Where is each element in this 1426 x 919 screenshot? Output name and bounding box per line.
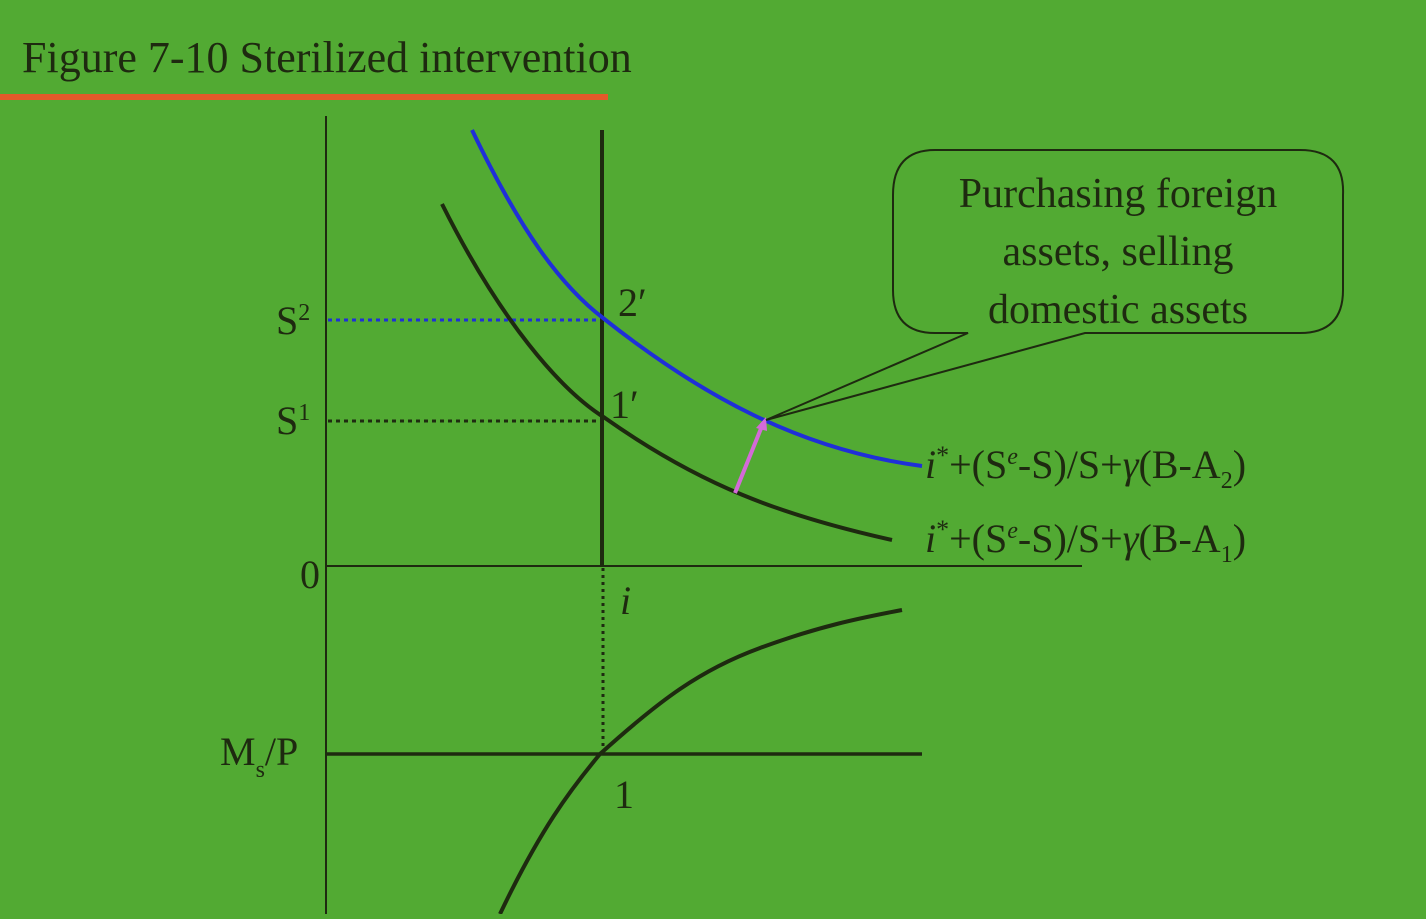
- shift-arrowhead-icon: [756, 417, 767, 431]
- curve-label-a2: i*+(Se-S)/S+γ(B-A2): [925, 441, 1246, 494]
- s2-label: S2: [276, 298, 310, 343]
- point-2prime-label: 2′: [618, 280, 647, 325]
- shift-arrow: [733, 425, 764, 494]
- origin-label: 0: [300, 552, 320, 597]
- curve-label-a1: i*+(Se-S)/S+γ(B-A1): [925, 515, 1246, 568]
- figure-title: Figure 7-10 Sterilized intervention: [22, 33, 632, 82]
- foreign-return-curve-a2: [470, 129, 923, 468]
- foreign-return-curve-a1: [440, 203, 893, 542]
- s1-label: S1: [276, 398, 310, 443]
- point-1prime-label: 1′: [610, 382, 639, 427]
- money-supply-label: Ms/P: [220, 729, 298, 783]
- money-demand-curve: [498, 608, 903, 915]
- point-1-label: 1: [614, 772, 634, 817]
- interest-axis-label: i: [620, 578, 631, 623]
- title-underline: [0, 94, 608, 100]
- callout-line-2: assets, selling: [1003, 229, 1234, 275]
- callout-line-1: Purchasing foreign: [959, 171, 1277, 217]
- callout-line-3: domestic assets: [988, 287, 1248, 333]
- callout-bubble: [765, 149, 1345, 421]
